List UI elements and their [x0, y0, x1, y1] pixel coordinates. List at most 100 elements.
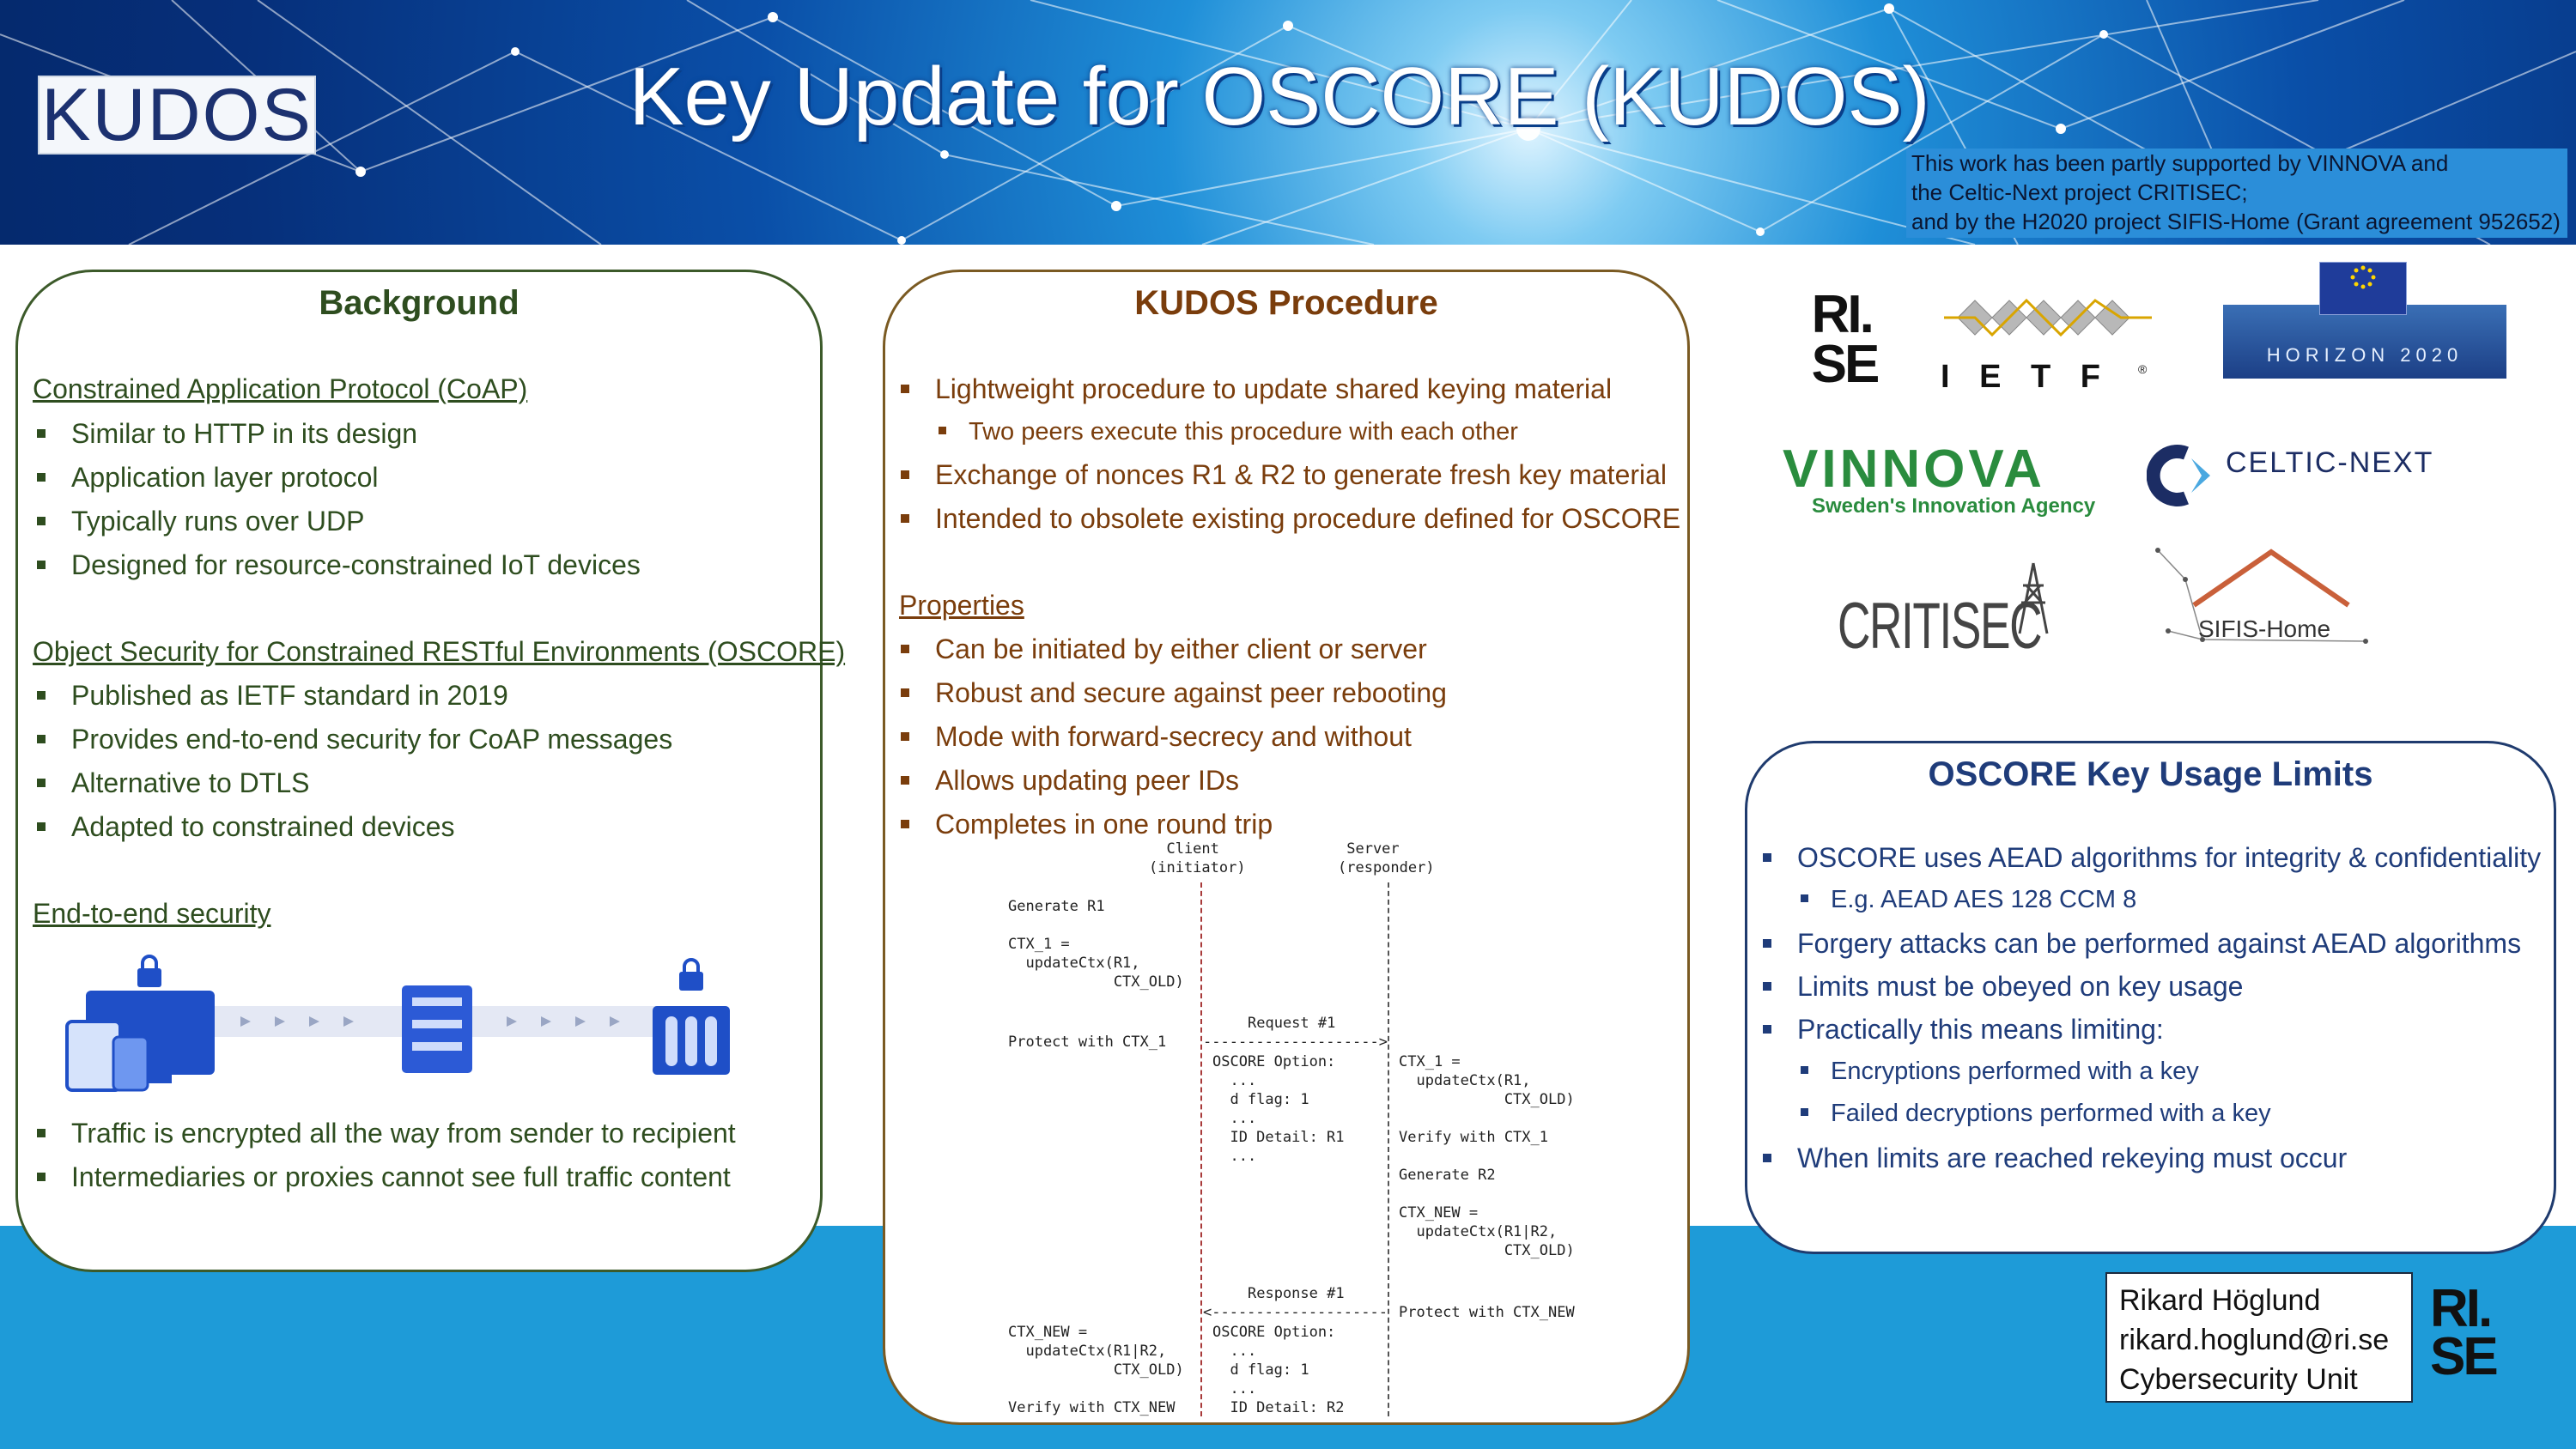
kudos-logo: KUDOS — [38, 76, 316, 155]
list-item: Can be initiated by either client or ser… — [901, 634, 1427, 665]
bullet-icon — [37, 472, 46, 482]
kudos-title: KUDOS Procedure — [1134, 284, 1438, 322]
sifis-text: SIFIS-Home — [2198, 615, 2331, 642]
ietf-mark: ® — [2138, 362, 2148, 376]
oscore-heading: Object Security for Constrained RESTful … — [33, 636, 846, 667]
critisec-logo: CRITISEC — [1838, 560, 2069, 671]
list-item: When limits are reached rekeying must oc… — [1763, 1143, 2347, 1174]
list-item: Alternative to DTLS — [37, 767, 309, 799]
client-block-1: Generate R1 CTX_1 = updateCtx(R1, CTX_OL… — [1008, 898, 1184, 991]
server-block: CTX_1 = updateCtx(R1, CTX_OLD) Verify wi… — [1399, 1053, 1575, 1259]
list-item: Limits must be obeyed on key usage — [1763, 971, 2243, 1003]
funding-line: the Celtic-Next project CRITISEC; — [1911, 179, 2248, 205]
rise-logo-footer: RI. SE — [2430, 1279, 2499, 1386]
bullet-icon — [37, 690, 46, 700]
bullet-icon — [901, 513, 909, 523]
list-item: Adapted to constrained devices — [37, 811, 455, 843]
list-item: Lightweight procedure to update shared k… — [901, 373, 1612, 405]
response-body: OSCORE Option: ... d flag: 1 ... ID Deta… — [1212, 1324, 1345, 1416]
list-item: Designed for resource-constrained IoT de… — [37, 549, 641, 581]
header-banner — [0, 0, 2576, 245]
bullet-icon — [901, 731, 909, 741]
funding-note: This work has been partly supported by V… — [1906, 149, 2567, 238]
vinnova-logo: VINNOVA Sweden's Innovation Agency — [1783, 443, 2109, 524]
horizon-logo: HORIZON 2020 — [2223, 262, 2506, 379]
critisec-text: CRITISEC — [1838, 590, 2042, 663]
funding-line: This work has been partly supported by V… — [1911, 150, 2449, 176]
list-item: E.g. AEAD AES 128 CCM 8 — [1801, 886, 2136, 914]
e2e-illustration — [65, 955, 730, 1092]
lock-icon — [137, 955, 161, 987]
list-item: Intermediaries or proxies cannot see ful… — [37, 1161, 731, 1193]
list-item: Published as IETF standard in 2019 — [37, 680, 508, 712]
client-lifeline — [1200, 882, 1202, 1416]
celtic-next-logo: CELTIC-NEXT — [2146, 441, 2507, 510]
list-item: Failed decryptions performed with a key — [1801, 1100, 2271, 1128]
bullet-icon — [1763, 1153, 1771, 1162]
bullet-icon — [37, 822, 46, 831]
ietf-diamond-icon — [1944, 298, 2152, 337]
list-item: OSCORE uses AEAD algorithms for integrit… — [1763, 842, 2541, 874]
vinnova-text: VINNOVA — [1783, 440, 2045, 499]
limits-title: OSCORE Key Usage Limits — [1928, 755, 2373, 793]
properties-heading: Properties — [899, 590, 1024, 621]
request-arrow: --------------------> — [1203, 1034, 1388, 1051]
funding-line: and by the H2020 project SIFIS-Home (Gra… — [1911, 209, 2561, 234]
list-item: Application layer protocol — [37, 462, 379, 494]
ietf-logo: I E T F ® — [1941, 283, 2155, 395]
server-lifeline — [1388, 882, 1389, 1416]
list-item: Two peers execute this procedure with ea… — [939, 418, 1518, 446]
poster-title: Key Update for OSCORE (KUDOS) — [629, 51, 1930, 142]
lock-icon — [679, 958, 703, 991]
bullet-icon — [1801, 1107, 1808, 1116]
vinnova-subtitle: Sweden's Innovation Agency — [1812, 494, 2096, 518]
bullet-icon — [939, 426, 946, 434]
server-icon — [402, 985, 472, 1073]
bullet-icon — [37, 1172, 46, 1181]
list-item: Forgery attacks can be performed against… — [1763, 928, 2521, 960]
arrow-icons — [240, 1016, 620, 1027]
bullet-icon — [37, 1128, 46, 1137]
bullet-icon — [1763, 981, 1771, 991]
bullet-icon — [37, 428, 46, 438]
bullet-icon — [37, 516, 46, 525]
bullet-icon — [1801, 894, 1808, 902]
network-lines-decoration — [0, 0, 2576, 245]
background-panel: Background Constrained Application Proto… — [15, 270, 845, 1272]
protect-ctx1: Protect with CTX_1 — [1008, 1034, 1167, 1051]
client-header: Client (initiator) — [1149, 840, 1246, 876]
author-email[interactable]: rikard.hoglund@ri.se — [2119, 1324, 2390, 1356]
request-body: OSCORE Option: ... d flag: 1 ... ID Deta… — [1212, 1053, 1345, 1165]
list-item: Provides end-to-end security for CoAP me… — [37, 724, 672, 755]
author-name: Rikard Höglund — [2119, 1284, 2321, 1317]
list-item: Exchange of nonces R1 & R2 to generate f… — [901, 459, 1667, 491]
list-item: Completes in one round trip — [901, 809, 1273, 840]
datacenter-icon — [653, 1006, 730, 1075]
bullet-icon — [37, 778, 46, 787]
sifis-home-logo: SIFIS-Home — [2151, 545, 2391, 674]
eu-flag-icon — [2319, 262, 2407, 315]
bullet-icon — [901, 644, 909, 653]
list-item: Typically runs over UDP — [37, 506, 364, 537]
bullet-icon — [901, 384, 909, 393]
horizon-text: HORIZON 2020 — [2266, 344, 2464, 366]
list-item: Encryptions performed with a key — [1801, 1058, 2199, 1086]
celtic-mark-icon — [2146, 445, 2210, 506]
list-item: Robust and secure against peer rebooting — [901, 677, 1447, 709]
ietf-text: I E T F — [1941, 359, 2111, 395]
list-item: Allows updating peer IDs — [901, 765, 1239, 797]
author-unit: Cybersecurity Unit — [2119, 1363, 2358, 1396]
bullet-icon — [901, 775, 909, 785]
sifis-roof-icon — [2155, 548, 2368, 644]
response-arrow: <-------------------- — [1203, 1304, 1388, 1321]
rise-logo: RI. SE — [1811, 285, 1880, 394]
kudos-panel: KUDOS Procedure Lightweight procedure to… — [883, 270, 1690, 1425]
list-item: Mode with forward-secrecy and without — [901, 721, 1412, 753]
bullet-icon — [901, 470, 909, 479]
bullet-icon — [1801, 1065, 1808, 1074]
server-header: Server (responder) — [1338, 840, 1435, 876]
client-block-2: CTX_NEW = updateCtx(R1|R2, CTX_OLD) Veri… — [1008, 1324, 1184, 1416]
bullet-icon — [901, 819, 909, 828]
e2e-heading: End-to-end security — [33, 898, 271, 929]
bullet-icon — [901, 688, 909, 697]
